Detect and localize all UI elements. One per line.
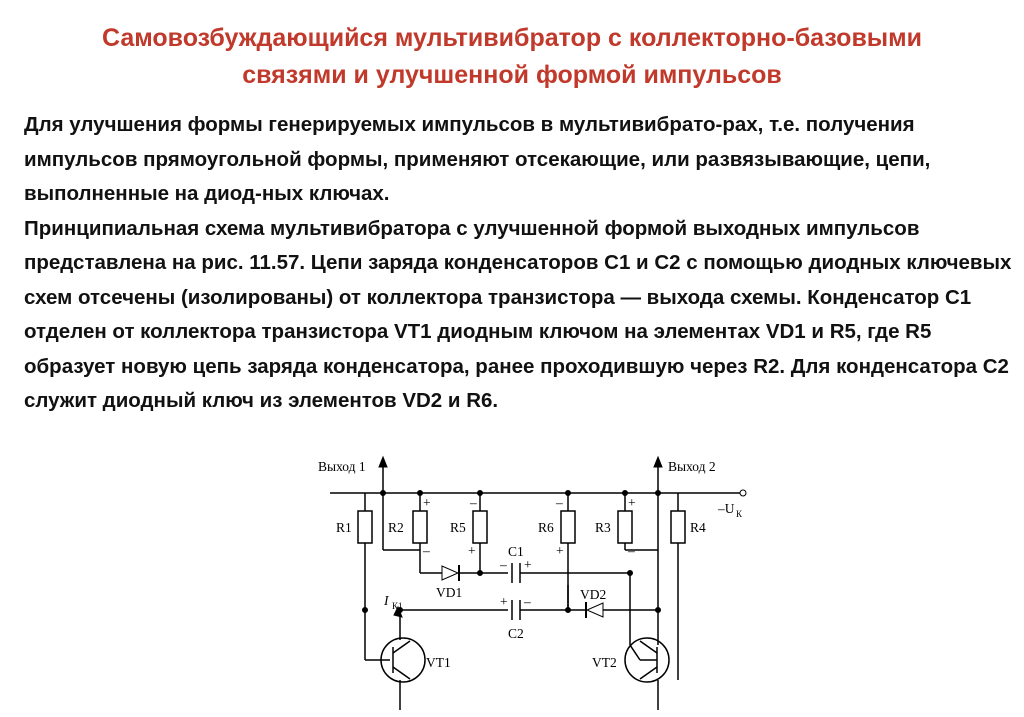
- polarity-r5-minus: –: [469, 495, 477, 510]
- diode-vd1: [441, 565, 460, 581]
- label-supply: –U: [717, 501, 735, 516]
- label-output-2: Выход 2: [668, 459, 716, 474]
- label-vd2: VD2: [580, 587, 606, 602]
- label-c2: C2: [508, 626, 524, 641]
- diode-vd2: [585, 602, 604, 618]
- label-r3: R3: [595, 520, 611, 535]
- label-current: I: [383, 593, 390, 608]
- resistor-r2: [412, 510, 428, 544]
- label-vd1: VD1: [436, 585, 462, 600]
- label-r4: R4: [690, 520, 706, 535]
- resistor-r6: [560, 510, 576, 544]
- resistor-r3: [617, 510, 633, 544]
- circuit-diagram: Выход 1 Выход 2 –U К R1 R2 R5 R6 R3 R4 C…: [300, 455, 770, 717]
- polarity-r2-minus: –: [422, 543, 430, 558]
- label-r1: R1: [336, 520, 352, 535]
- supply-terminal: [739, 489, 747, 497]
- circuit-svg: Выход 1 Выход 2 –U К R1 R2 R5 R6 R3 R4 C…: [318, 455, 747, 710]
- title-line-2: связями и улучшенной формой импульсов: [242, 61, 782, 89]
- polarity-c2-plus: +: [500, 594, 508, 609]
- polarity-r6-plus: +: [556, 543, 564, 558]
- label-r2: R2: [388, 520, 404, 535]
- title-line-1: Самовозбуждающийся мультивибратор с колл…: [101, 24, 923, 52]
- label-supply-sub: К: [736, 509, 743, 519]
- polarity-c1-plus: +: [524, 557, 532, 572]
- polarity-r3-plus: +: [628, 495, 636, 510]
- label-output-1: Выход 1: [318, 459, 366, 474]
- polarity-r3-minus: –: [627, 543, 635, 558]
- label-current-sub: К1: [392, 601, 403, 611]
- transistor-vt2: [624, 637, 670, 683]
- label-vt2: VT2: [592, 655, 617, 670]
- resistor-r4: [670, 510, 686, 544]
- transistor-vt1: [380, 637, 426, 683]
- resistor-r5: [472, 510, 488, 544]
- paragraph-2: Принципиальная схема мультивибратора с у…: [24, 216, 1012, 413]
- polarity-r2-plus: +: [423, 495, 431, 510]
- polarity-r5-plus: +: [468, 543, 476, 558]
- label-vt1: VT1: [426, 655, 451, 670]
- slide-title: Самовозбуждающийся мультивибратор с колл…: [18, 20, 1006, 94]
- resistor-r1: [357, 510, 373, 544]
- paragraph-1: Для улучшения формы генерируемых импульс…: [24, 113, 931, 205]
- label-r5: R5: [450, 520, 466, 535]
- slide-body: Для улучшения формы генерируемых импульс…: [24, 108, 1014, 419]
- label-r6: R6: [538, 520, 554, 535]
- output-1-arrow: [378, 455, 388, 468]
- polarity-r6-minus: –: [555, 495, 563, 510]
- label-c1: C1: [508, 544, 524, 559]
- polarity-c1-minus: –: [499, 557, 507, 572]
- output-2-arrow: [653, 455, 663, 468]
- polarity-c2-minus: –: [523, 594, 531, 609]
